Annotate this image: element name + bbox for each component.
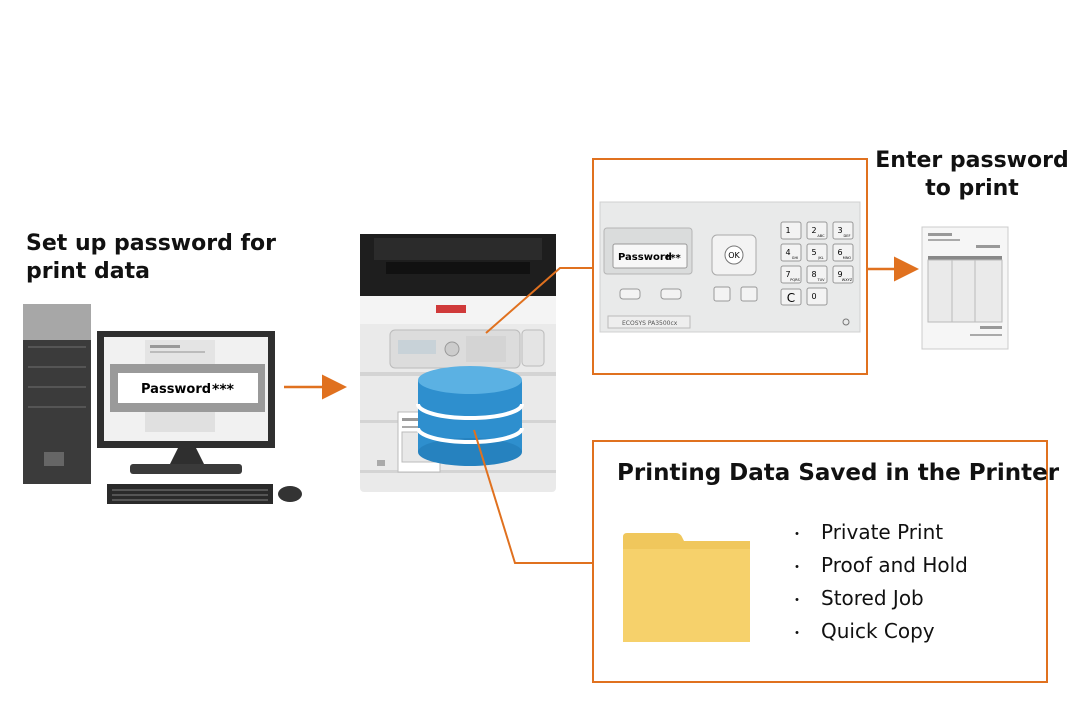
- monitor-icon: [97, 331, 275, 474]
- keypad-letters: ABC: [817, 234, 825, 238]
- list-item-quick-copy: ・ Quick Copy: [790, 615, 968, 648]
- keypad-letters: PQRS: [790, 278, 800, 282]
- enter-password-label-line-2: to print: [925, 176, 1019, 201]
- keypad-letters: GHI: [792, 256, 798, 260]
- list-item-stored-job: ・ Stored Job: [790, 582, 968, 615]
- keypad-letters: MNO: [843, 256, 852, 260]
- keypad-letters: TUV: [816, 278, 825, 282]
- keypad-digit: 6: [837, 248, 842, 257]
- panel-ok-key: OK: [728, 251, 740, 260]
- keypad-digit: 8: [811, 270, 816, 279]
- keypad-letters: DEF: [844, 234, 851, 238]
- panel-closeup-box: [592, 158, 868, 375]
- desktop-pc-icon: [23, 304, 91, 484]
- computer-password-mask: ***: [212, 382, 235, 398]
- setup-password-label-line-1: Set up password for: [26, 231, 277, 256]
- setup-password-label-line-2: print data: [26, 259, 150, 284]
- saved-data-title: Printing Data Saved in the Printer: [617, 460, 1060, 486]
- database-icon: [416, 366, 524, 466]
- panel-model-label: ECOSYS PA3500cx: [622, 320, 678, 327]
- mouse-icon: [278, 486, 302, 502]
- list-item-proof-and-hold: ・ Proof and Hold: [790, 549, 968, 582]
- panel-password-label: Password: [618, 252, 672, 263]
- keypad-digit: 2: [811, 226, 816, 235]
- keypad-digit: 1: [785, 226, 790, 235]
- enter-password-label: Enter password to print: [872, 147, 1072, 203]
- enter-password-label-line-1: Enter password: [875, 148, 1069, 173]
- bullet-mark: ・: [790, 527, 804, 543]
- keypad-digit: 4: [785, 248, 790, 257]
- list-item-label: Proof and Hold: [821, 553, 968, 577]
- keypad-letters: WXYZ: [842, 278, 853, 282]
- list-item-private-print: ・ Private Print: [790, 516, 968, 549]
- bullet-mark: ・: [790, 626, 804, 642]
- keyboard-icon: [107, 484, 273, 504]
- setup-password-label: Set up password for print data: [26, 230, 326, 286]
- keypad-digit: 7: [785, 270, 790, 279]
- saved-data-list: ・ Private Print ・ Proof and Hold ・ Stored J…: [790, 516, 968, 648]
- connector-panel: [485, 267, 594, 334]
- keypad-key-1: 1: [780, 221, 802, 240]
- printout-icon: [921, 226, 1009, 350]
- panel-password-mask: ***: [665, 253, 681, 264]
- saved-data-box: [592, 440, 1048, 683]
- connector-data: [473, 429, 594, 564]
- bullet-mark: ・: [790, 593, 804, 609]
- folder-icon: [623, 533, 750, 642]
- keypad-digit: 3: [837, 226, 842, 235]
- keypad-digit: 5: [811, 248, 816, 257]
- list-item-label: Stored Job: [821, 586, 924, 610]
- computer-password-label: Password: [141, 382, 211, 397]
- keypad-digit: 9: [837, 270, 842, 279]
- list-item-label: Private Print: [821, 520, 944, 544]
- keypad-letters: JKL: [817, 256, 823, 260]
- bullet-mark: ・: [790, 560, 804, 576]
- list-item-label: Quick Copy: [821, 619, 935, 643]
- panel-clear-key: C: [787, 291, 795, 305]
- keypad-key-0: 0: [806, 287, 828, 306]
- keypad-digit: 0: [811, 292, 816, 301]
